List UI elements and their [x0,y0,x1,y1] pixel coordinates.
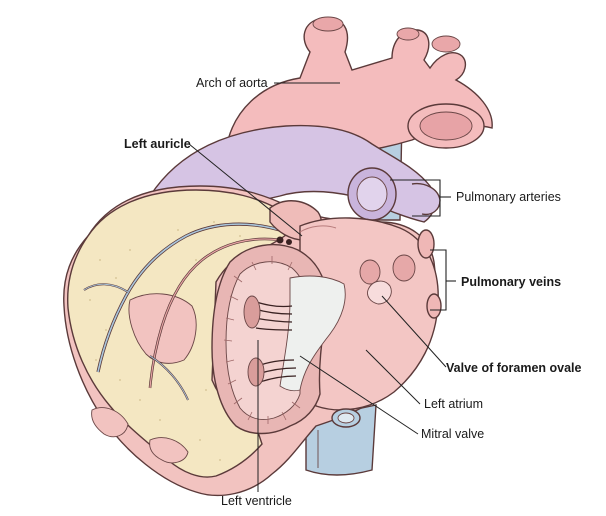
label-arch-of-aorta: Arch of aorta [196,76,268,90]
left-atrium [299,217,442,411]
label-brackets [430,179,456,311]
aortic-arch [225,16,493,153]
epicardial-fat [66,189,291,478]
coronary-sinus [331,408,361,428]
leader-valve-of-foramen-ovale [381,295,447,368]
mitral-valve [243,275,346,392]
leader-left-atrium [365,349,421,405]
label-valve-of-foramen-ovale: Valve of foramen ovale [446,361,582,375]
label-left-atrium: Left atrium [424,397,483,411]
leader-mitral-valve [299,355,419,435]
leader-lines [188,82,447,492]
bracket-pulmonary-veins [438,249,447,311]
label-left-ventricle: Left ventricle [221,494,292,508]
bracket-pulmonary-arteries [430,179,441,217]
coronary-vessels [83,222,292,401]
label-pulmonary-veins: Pulmonary veins [461,275,561,289]
leader-left-auricle [188,143,303,237]
label-left-auricle: Left auricle [124,137,191,151]
label-pulmonary-arteries: Pulmonary arteries [456,190,561,204]
label-mitral-valve: Mitral valve [421,427,484,441]
